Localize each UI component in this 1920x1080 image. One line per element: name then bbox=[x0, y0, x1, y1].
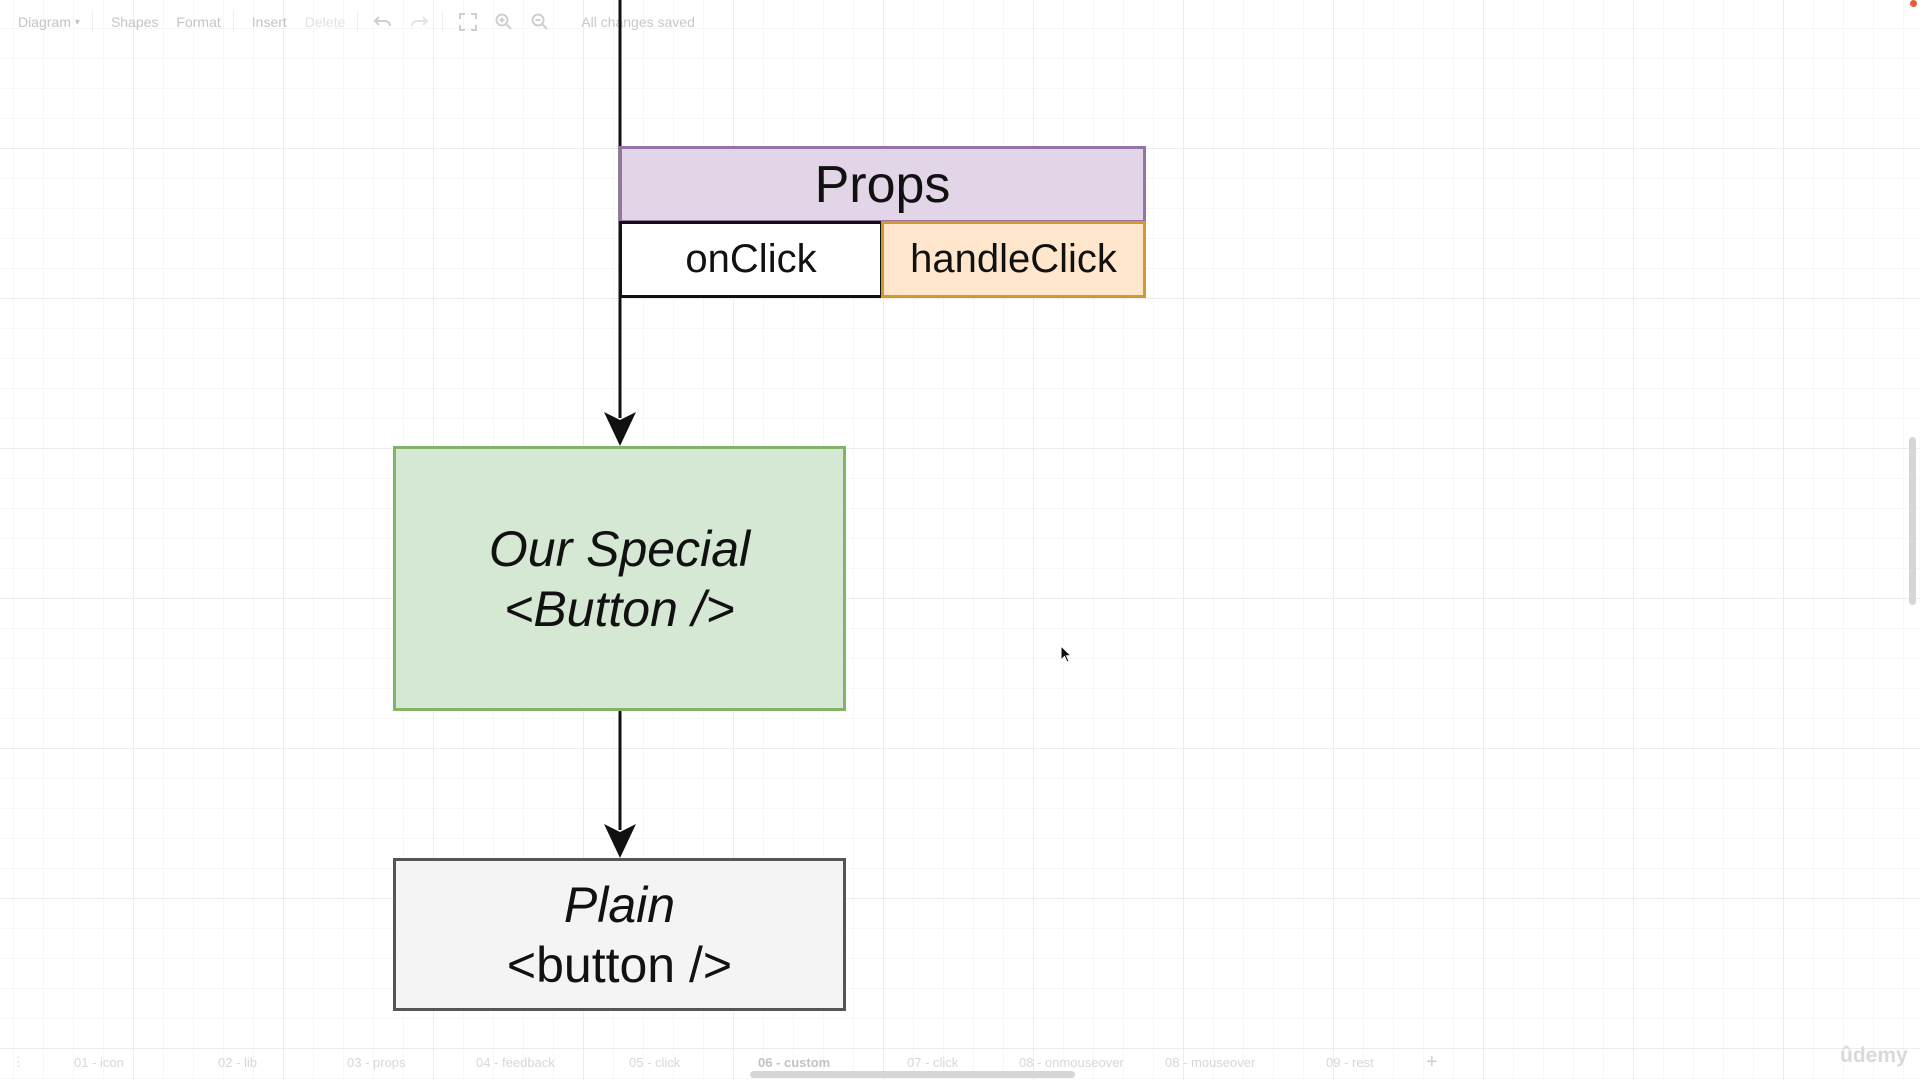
horizontal-scrollbar[interactable] bbox=[750, 1071, 1075, 1078]
tab-02-lib[interactable]: 02 - lib bbox=[218, 1055, 258, 1070]
arrowhead-icon bbox=[604, 824, 636, 858]
tab-09-rest[interactable]: 09 - rest bbox=[1326, 1055, 1374, 1070]
chevron-down-icon[interactable]: ▾ bbox=[74, 16, 80, 28]
toolbar-divider bbox=[91, 11, 93, 33]
add-page-button[interactable]: + bbox=[1426, 1051, 1438, 1073]
zoom-in-icon[interactable] bbox=[493, 11, 515, 33]
tab-03-props[interactable]: 03 - props bbox=[347, 1055, 406, 1070]
undo-icon[interactable] bbox=[372, 11, 394, 33]
toolbar-divider bbox=[442, 11, 444, 33]
diagram-menu[interactable]: Diagram bbox=[18, 14, 71, 30]
toolbar-divider bbox=[232, 11, 234, 33]
tab-06-custom[interactable]: 06 - custom bbox=[758, 1055, 831, 1070]
vertical-scrollbar[interactable] bbox=[1909, 437, 1916, 605]
toolbar-divider bbox=[357, 11, 359, 33]
onclick-label: onClick bbox=[685, 237, 817, 281]
notification-dot bbox=[1910, 0, 1917, 7]
edge-special-to-plain[interactable] bbox=[604, 711, 636, 858]
props-header[interactable]: Props bbox=[619, 146, 1146, 223]
udemy-watermark: ûdemy bbox=[1840, 1044, 1908, 1067]
special-button-line1: Our Special bbox=[488, 520, 751, 577]
arrowhead-icon bbox=[604, 412, 636, 446]
tab-05-click[interactable]: 05 - click bbox=[629, 1055, 681, 1070]
format-button[interactable]: Format bbox=[176, 14, 221, 30]
special-button-line2: <Button /> bbox=[504, 580, 735, 637]
fullscreen-icon[interactable] bbox=[457, 11, 479, 33]
redo-icon[interactable] bbox=[408, 11, 430, 33]
insert-button[interactable]: Insert bbox=[251, 14, 287, 30]
props-header-label: Props bbox=[814, 155, 951, 214]
tabs-menu-icon[interactable]: ⋮ bbox=[12, 1054, 25, 1069]
plain-button-line1: Plain bbox=[563, 876, 676, 933]
plain-button-line2: <button /> bbox=[506, 936, 733, 993]
handleclick-label: handleClick bbox=[910, 237, 1117, 281]
page-tabs: ⋮ 01 - icon 02 - lib 03 - props 04 - fee… bbox=[0, 1050, 1920, 1080]
tab-04-feedback[interactable]: 04 - feedback bbox=[476, 1055, 555, 1070]
onclick-prop-cell[interactable]: onClick bbox=[619, 221, 883, 298]
mouse-cursor-icon bbox=[1060, 645, 1073, 663]
tab-07-click[interactable]: 07 - click bbox=[907, 1055, 959, 1070]
tab-01-icon[interactable]: 01 - icon bbox=[74, 1055, 124, 1070]
zoom-out-icon[interactable] bbox=[529, 11, 551, 33]
special-button-node[interactable]: Our Special <Button /> bbox=[393, 446, 846, 711]
delete-button[interactable]: Delete bbox=[304, 14, 346, 30]
tab-08-onmouseover[interactable]: 08 - onmouseover bbox=[1019, 1055, 1124, 1070]
tab-08-mouseover[interactable]: 08 - mouseover bbox=[1165, 1055, 1256, 1070]
plain-button-node[interactable]: Plain <button /> bbox=[393, 858, 846, 1011]
handleclick-prop-cell[interactable]: handleClick bbox=[881, 221, 1146, 298]
toolbar: Diagram ▾ Shapes Format Insert Delete Al… bbox=[0, 0, 720, 44]
save-status: All changes saved bbox=[581, 14, 695, 30]
shapes-button[interactable]: Shapes bbox=[110, 14, 159, 30]
